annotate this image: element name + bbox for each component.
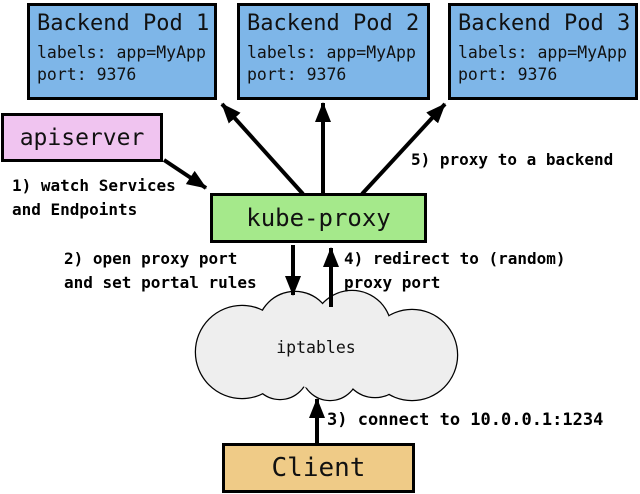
annotation-step5: 5) proxy to a backend (411, 150, 614, 169)
backend-pod-3-title: Backend Pod 3 (458, 11, 631, 36)
arrow-kubeproxy-to-pod3 (360, 102, 447, 196)
backend-pod-2-port: port: 9376 (247, 65, 347, 84)
backend-pod-1-port: port: 9376 (37, 65, 137, 84)
annotation-step4: 4) redirect to (random) proxy port (344, 249, 566, 292)
annotation-step2: 2) open proxy port and set portal rules (64, 249, 257, 292)
backend-pod-1-labels: labels: app=MyApp (37, 43, 206, 62)
backend-pod-1-node: Backend Pod 1 labels: app=MyApp port: 93… (27, 3, 217, 100)
backend-pod-3-node: Backend Pod 3 labels: app=MyApp port: 93… (448, 3, 638, 100)
kube-proxy-node: kube-proxy (210, 193, 427, 243)
client-node: Client (222, 443, 415, 493)
backend-pod-1-title: Backend Pod 1 (37, 11, 210, 36)
apiserver-label: apiserver (19, 124, 145, 151)
client-label: Client (271, 453, 366, 483)
arrow-kubeproxy-to-pod1 (220, 102, 305, 196)
arrow-apiserver-to-kubeproxy (162, 158, 208, 190)
apiserver-node: apiserver (1, 113, 163, 162)
annotation-step1: 1) watch Services and Endpoints (12, 176, 176, 219)
iptables-cloud (194, 289, 459, 402)
annotation-step3: 3) connect to 10.0.0.1:1234 (327, 410, 604, 430)
backend-pod-2-node: Backend Pod 2 labels: app=MyApp port: 93… (237, 3, 430, 100)
backend-pod-3-labels: labels: app=MyApp (458, 43, 627, 62)
backend-pod-3-port: port: 9376 (458, 65, 558, 84)
backend-pod-2-title: Backend Pod 2 (247, 11, 420, 36)
kube-proxy-label: kube-proxy (246, 204, 391, 232)
iptables-label: iptables (276, 338, 356, 357)
backend-pod-2-labels: labels: app=MyApp (247, 43, 416, 62)
